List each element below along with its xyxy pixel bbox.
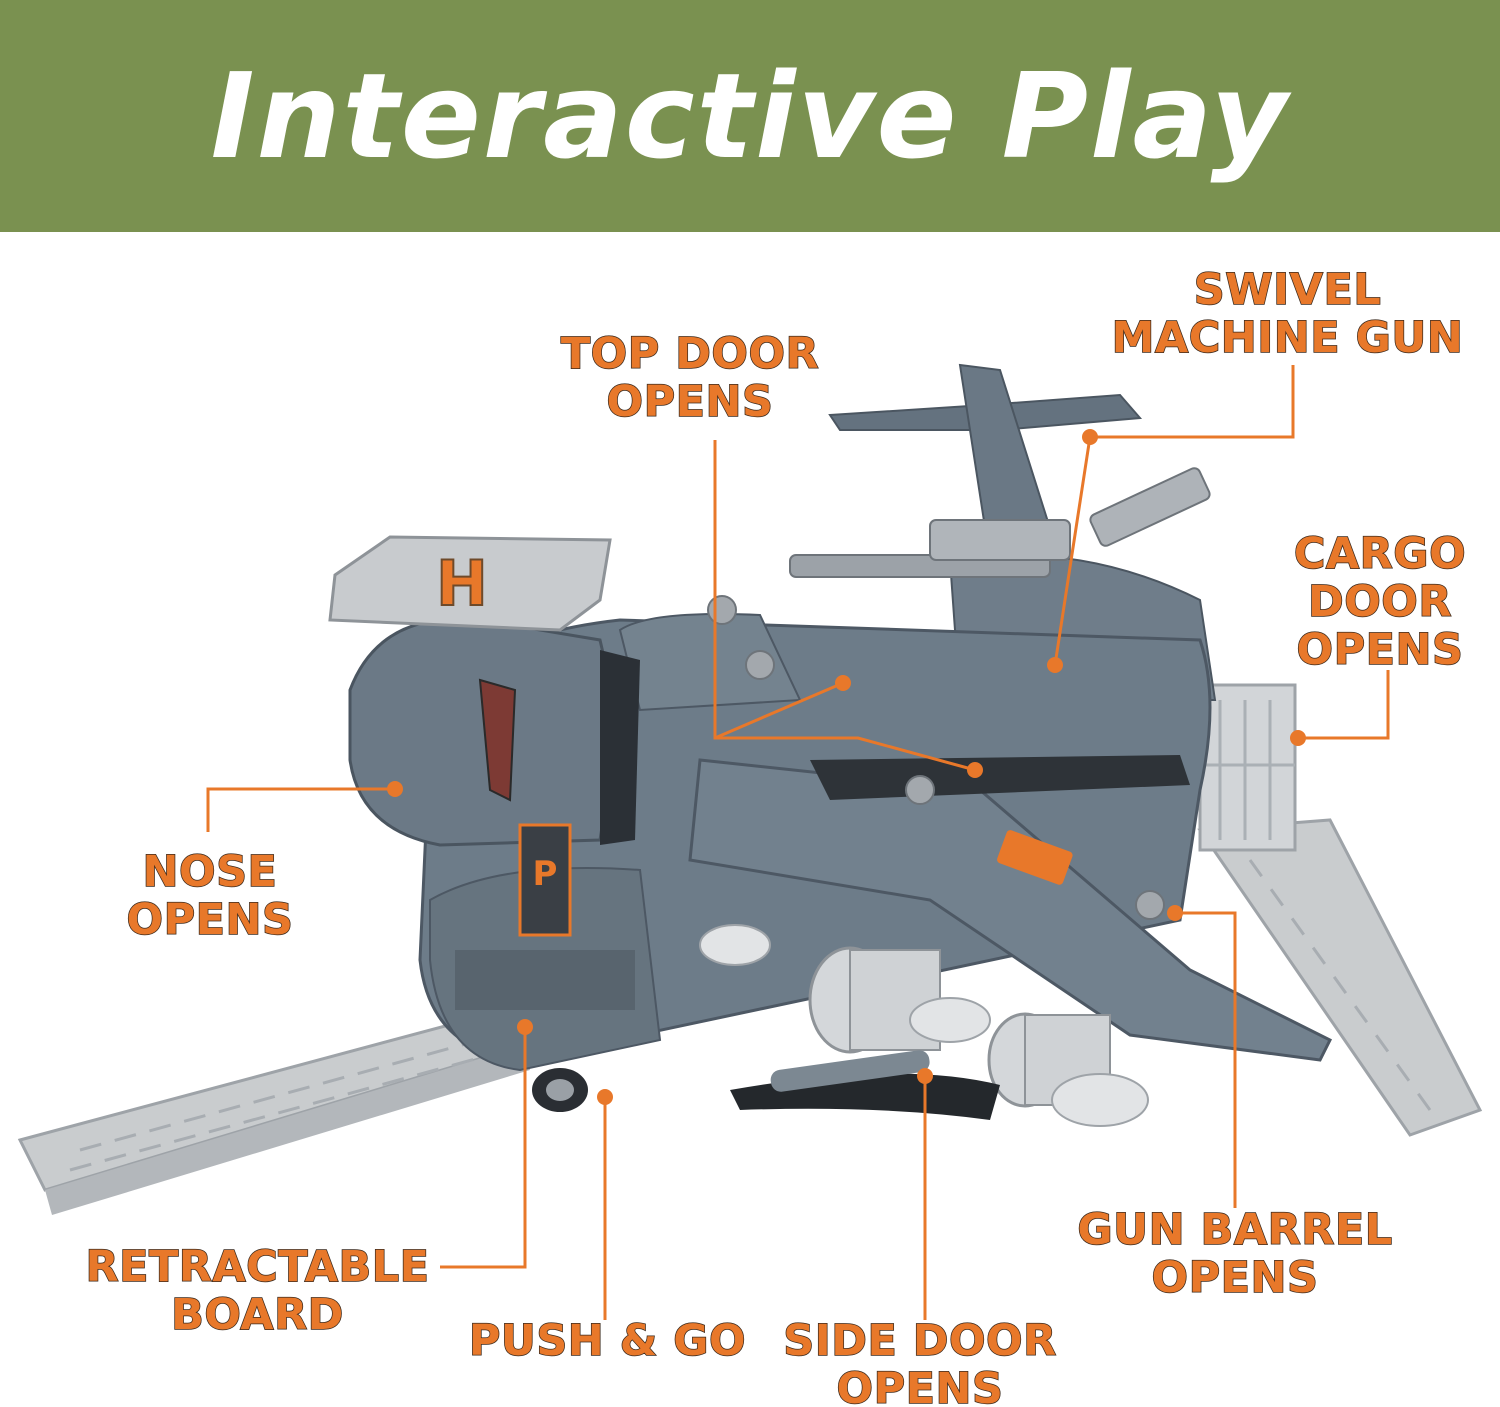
leader-lines bbox=[206, 365, 1390, 1320]
callout-retractable-board: RETRACTABLE BOARD bbox=[85, 1242, 430, 1340]
nose-cockpit: H P bbox=[328, 535, 640, 937]
engines-missiles bbox=[699, 924, 1149, 1127]
callout-push-go: PUSH & GO bbox=[468, 1316, 747, 1366]
product-scene: H P bbox=[0, 232, 1500, 1407]
callout-cargo-door: CARGO DOOR OPENS bbox=[1293, 529, 1467, 675]
callout-side-door: SIDE DOOR OPENS bbox=[783, 1316, 1057, 1407]
wheels bbox=[532, 1068, 588, 1112]
callout-swivel-machine-gun: SWIVEL MACHINE GUN bbox=[1111, 265, 1464, 363]
main-wing bbox=[688, 755, 1333, 1062]
cargo-ramp bbox=[1197, 683, 1483, 1137]
callout-gun-barrel: GUN BARREL OPENS bbox=[1077, 1205, 1393, 1303]
retractable-board-ramp bbox=[17, 1008, 530, 1215]
callout-top-door: TOP DOOR OPENS bbox=[560, 329, 820, 427]
leader-dots bbox=[387, 429, 1306, 1105]
badge-letter: P bbox=[533, 854, 558, 894]
toy-aircraft-illustration: H P bbox=[17, 363, 1483, 1320]
helipad-letter: H bbox=[436, 547, 488, 620]
callout-nose-opens: NOSE OPENS bbox=[126, 847, 294, 945]
banner-title: Interactive Play bbox=[210, 47, 1290, 185]
header-banner: Interactive Play bbox=[0, 0, 1500, 232]
